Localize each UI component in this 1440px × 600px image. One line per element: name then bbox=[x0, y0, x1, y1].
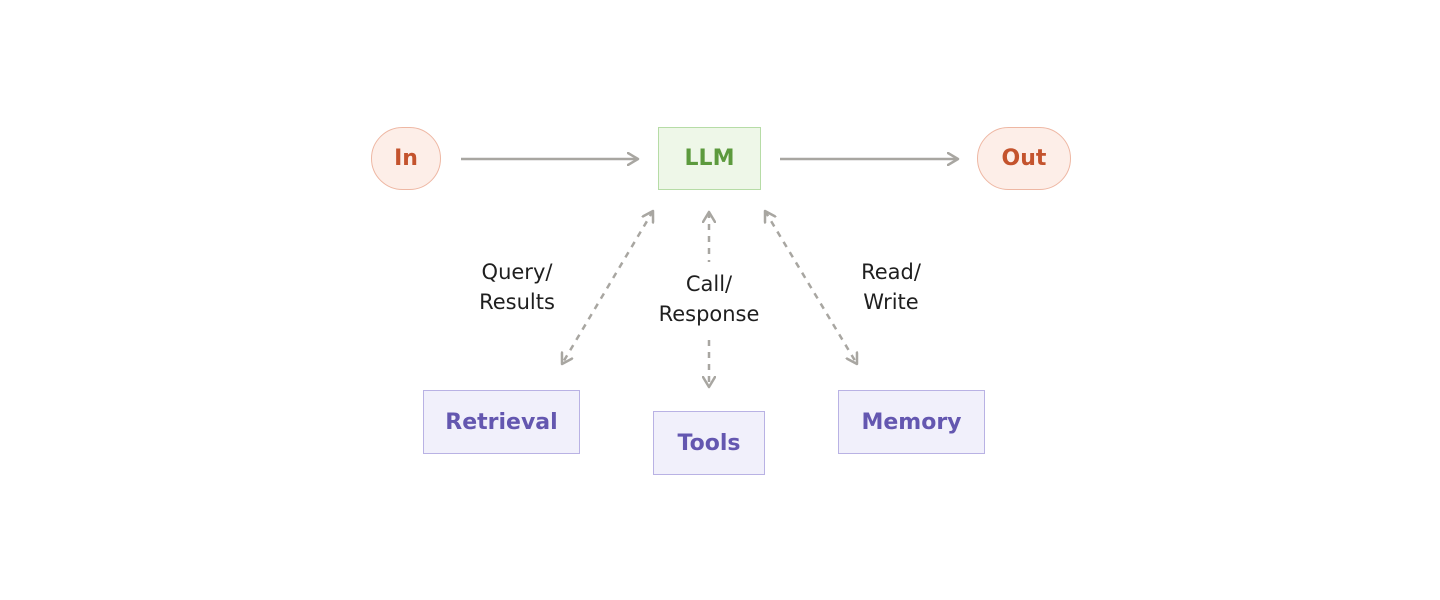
llm-node: LLM bbox=[658, 127, 761, 190]
llm-node-label: LLM bbox=[684, 146, 735, 171]
edge-label-retrieval-line2: Results bbox=[479, 290, 555, 314]
edge-label-tools-line1: Call/ bbox=[685, 272, 733, 296]
edge-label-retrieval: Query/ Results bbox=[457, 257, 577, 317]
edge-label-retrieval-line1: Query/ bbox=[481, 260, 553, 284]
edge-llm-retrieval bbox=[562, 211, 653, 364]
edge-label-memory: Read/ Write bbox=[831, 257, 951, 317]
memory-node: Memory bbox=[838, 390, 985, 454]
memory-node-label: Memory bbox=[861, 409, 962, 435]
edge-label-memory-line2: Write bbox=[863, 290, 919, 314]
tools-node-label: Tools bbox=[677, 430, 741, 456]
retrieval-node-label: Retrieval bbox=[445, 409, 558, 435]
edge-label-memory-line1: Read/ bbox=[861, 260, 921, 284]
input-node: In bbox=[371, 127, 441, 190]
edge-label-tools-line2: Response bbox=[658, 302, 760, 326]
input-node-label: In bbox=[394, 146, 418, 171]
tools-node: Tools bbox=[653, 411, 765, 475]
output-node-label: Out bbox=[1001, 146, 1047, 171]
edge-label-tools: Call/ Response bbox=[644, 269, 774, 329]
edge-llm-memory bbox=[765, 211, 857, 364]
output-node: Out bbox=[977, 127, 1071, 190]
retrieval-node: Retrieval bbox=[423, 390, 580, 454]
